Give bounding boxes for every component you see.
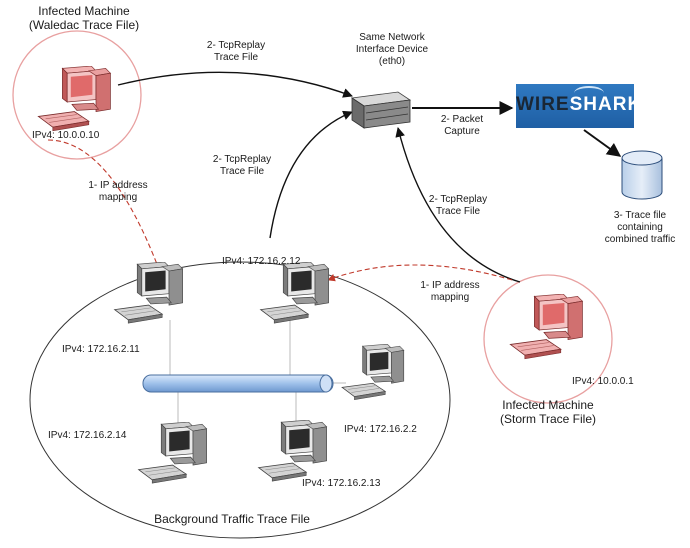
edge-ip-mapping-right — [327, 264, 513, 282]
edge-label-tcpreplay-waledac: 2- TcpReplay Trace File — [207, 40, 265, 64]
storm-title-line1: Infected Machine — [502, 398, 594, 412]
edge-label-tcpreplay-background-line1: 2- TcpReplay — [212, 154, 272, 165]
edge-label-tcpreplay-storm-line1: 2- TcpReplay — [428, 194, 488, 205]
waledac-title-line2: (Waledac Trace File) — [28, 18, 140, 32]
edge-label-ip-mapping-right-line2: mapping — [430, 292, 470, 303]
trace-file-database — [621, 150, 663, 200]
edge-label-ip-mapping-right: 1- IP address mapping — [420, 280, 479, 304]
trace-db-label-line2: containing — [617, 222, 663, 233]
edge-label-packet-capture-line1: 2- Packet — [440, 114, 484, 125]
storm-ip: IPv4: 10.0.0.1 — [572, 376, 634, 387]
edge-label-packet-capture-line2: Capture — [444, 126, 480, 137]
waledac-title: Infected Machine (Waledac Trace File) — [29, 4, 139, 32]
bg-host-ip-5: IPv4: 172.16.2.13 — [302, 478, 381, 489]
edge-label-tcpreplay-background-line2: Trace File — [219, 166, 265, 177]
bg-host-ip-3: IPv4: 172.16.2.2 — [344, 424, 417, 435]
trace-db-label-line1: 3- Trace file — [613, 210, 667, 221]
edge-label-tcpreplay-storm-line2: Trace File — [435, 206, 481, 217]
switch-label-line3: (eth0) — [378, 56, 406, 67]
bg-computer-icon-2 — [260, 262, 330, 324]
edge-label-tcpreplay-storm: 2- TcpReplay Trace File — [429, 194, 487, 218]
bg-host-ip-4: IPv4: 172.16.2.14 — [48, 430, 127, 441]
edge-label-packet-capture: 2- Packet Capture — [441, 114, 483, 138]
bg-computer-icon-4 — [138, 422, 208, 484]
switch-label: Same Network Interface Device (eth0) — [356, 32, 428, 68]
waledac-ip: IPv4: 10.0.0.10 — [32, 130, 100, 141]
bg-computer-icon-3 — [341, 344, 405, 401]
wireshark-part2: SHARK — [569, 94, 643, 115]
edge-label-ip-mapping-left-line1: 1- IP address — [88, 180, 148, 191]
bg-computer-icon-5 — [258, 420, 328, 482]
shark-fin-icon — [574, 86, 604, 100]
trace-db-label-line3: combined traffic — [604, 234, 676, 245]
edge-wireshark-to-db — [583, 129, 622, 157]
waledac-host-circle — [12, 30, 142, 160]
storm-computer-icon — [509, 294, 584, 360]
bg-computer-icon-1 — [114, 262, 184, 324]
switch-label-line1: Same Network — [359, 32, 425, 43]
network-bus — [142, 374, 334, 393]
edge-tcpreplay-waledac — [117, 71, 353, 98]
edge-label-ip-mapping-left-line2: mapping — [98, 192, 138, 203]
edge-label-tcpreplay-background: 2- TcpReplay Trace File — [213, 154, 271, 178]
storm-host-circle — [483, 274, 613, 404]
wireshark-wordmark: WIRESHARK — [516, 94, 641, 116]
trace-db-label: 3- Trace file containing combined traffi… — [605, 210, 675, 246]
waledac-title-line1: Infected Machine — [38, 4, 130, 18]
background-network-ellipse — [29, 261, 451, 539]
storm-title-line2: (Storm Trace File) — [499, 412, 597, 426]
edge-label-ip-mapping-right-line1: 1- IP address — [420, 280, 480, 291]
bg-host-ip-2: IPv4: 172.16.2.12 — [222, 256, 301, 267]
edge-tcpreplay-background — [269, 110, 353, 239]
background-title: Background Traffic Trace File — [154, 512, 310, 526]
edge-ip-mapping-left — [47, 139, 162, 273]
storm-title: Infected Machine (Storm Trace File) — [500, 398, 596, 426]
edge-tcpreplay-storm — [395, 127, 521, 283]
edge-label-tcpreplay-waledac-line1: 2- TcpReplay — [206, 40, 266, 51]
edge-label-ip-mapping-left: 1- IP address mapping — [88, 180, 147, 204]
wireshark-part1: WIRE — [516, 94, 570, 115]
switch-device — [350, 91, 412, 129]
waledac-computer-icon — [37, 66, 112, 132]
edge-label-tcpreplay-waledac-line2: Trace File — [213, 52, 259, 63]
bg-host-ip-1: IPv4: 172.16.2.11 — [62, 344, 140, 355]
wireshark-logo: WIRESHARK — [516, 84, 641, 128]
switch-label-line2: Interface Device — [355, 44, 429, 55]
